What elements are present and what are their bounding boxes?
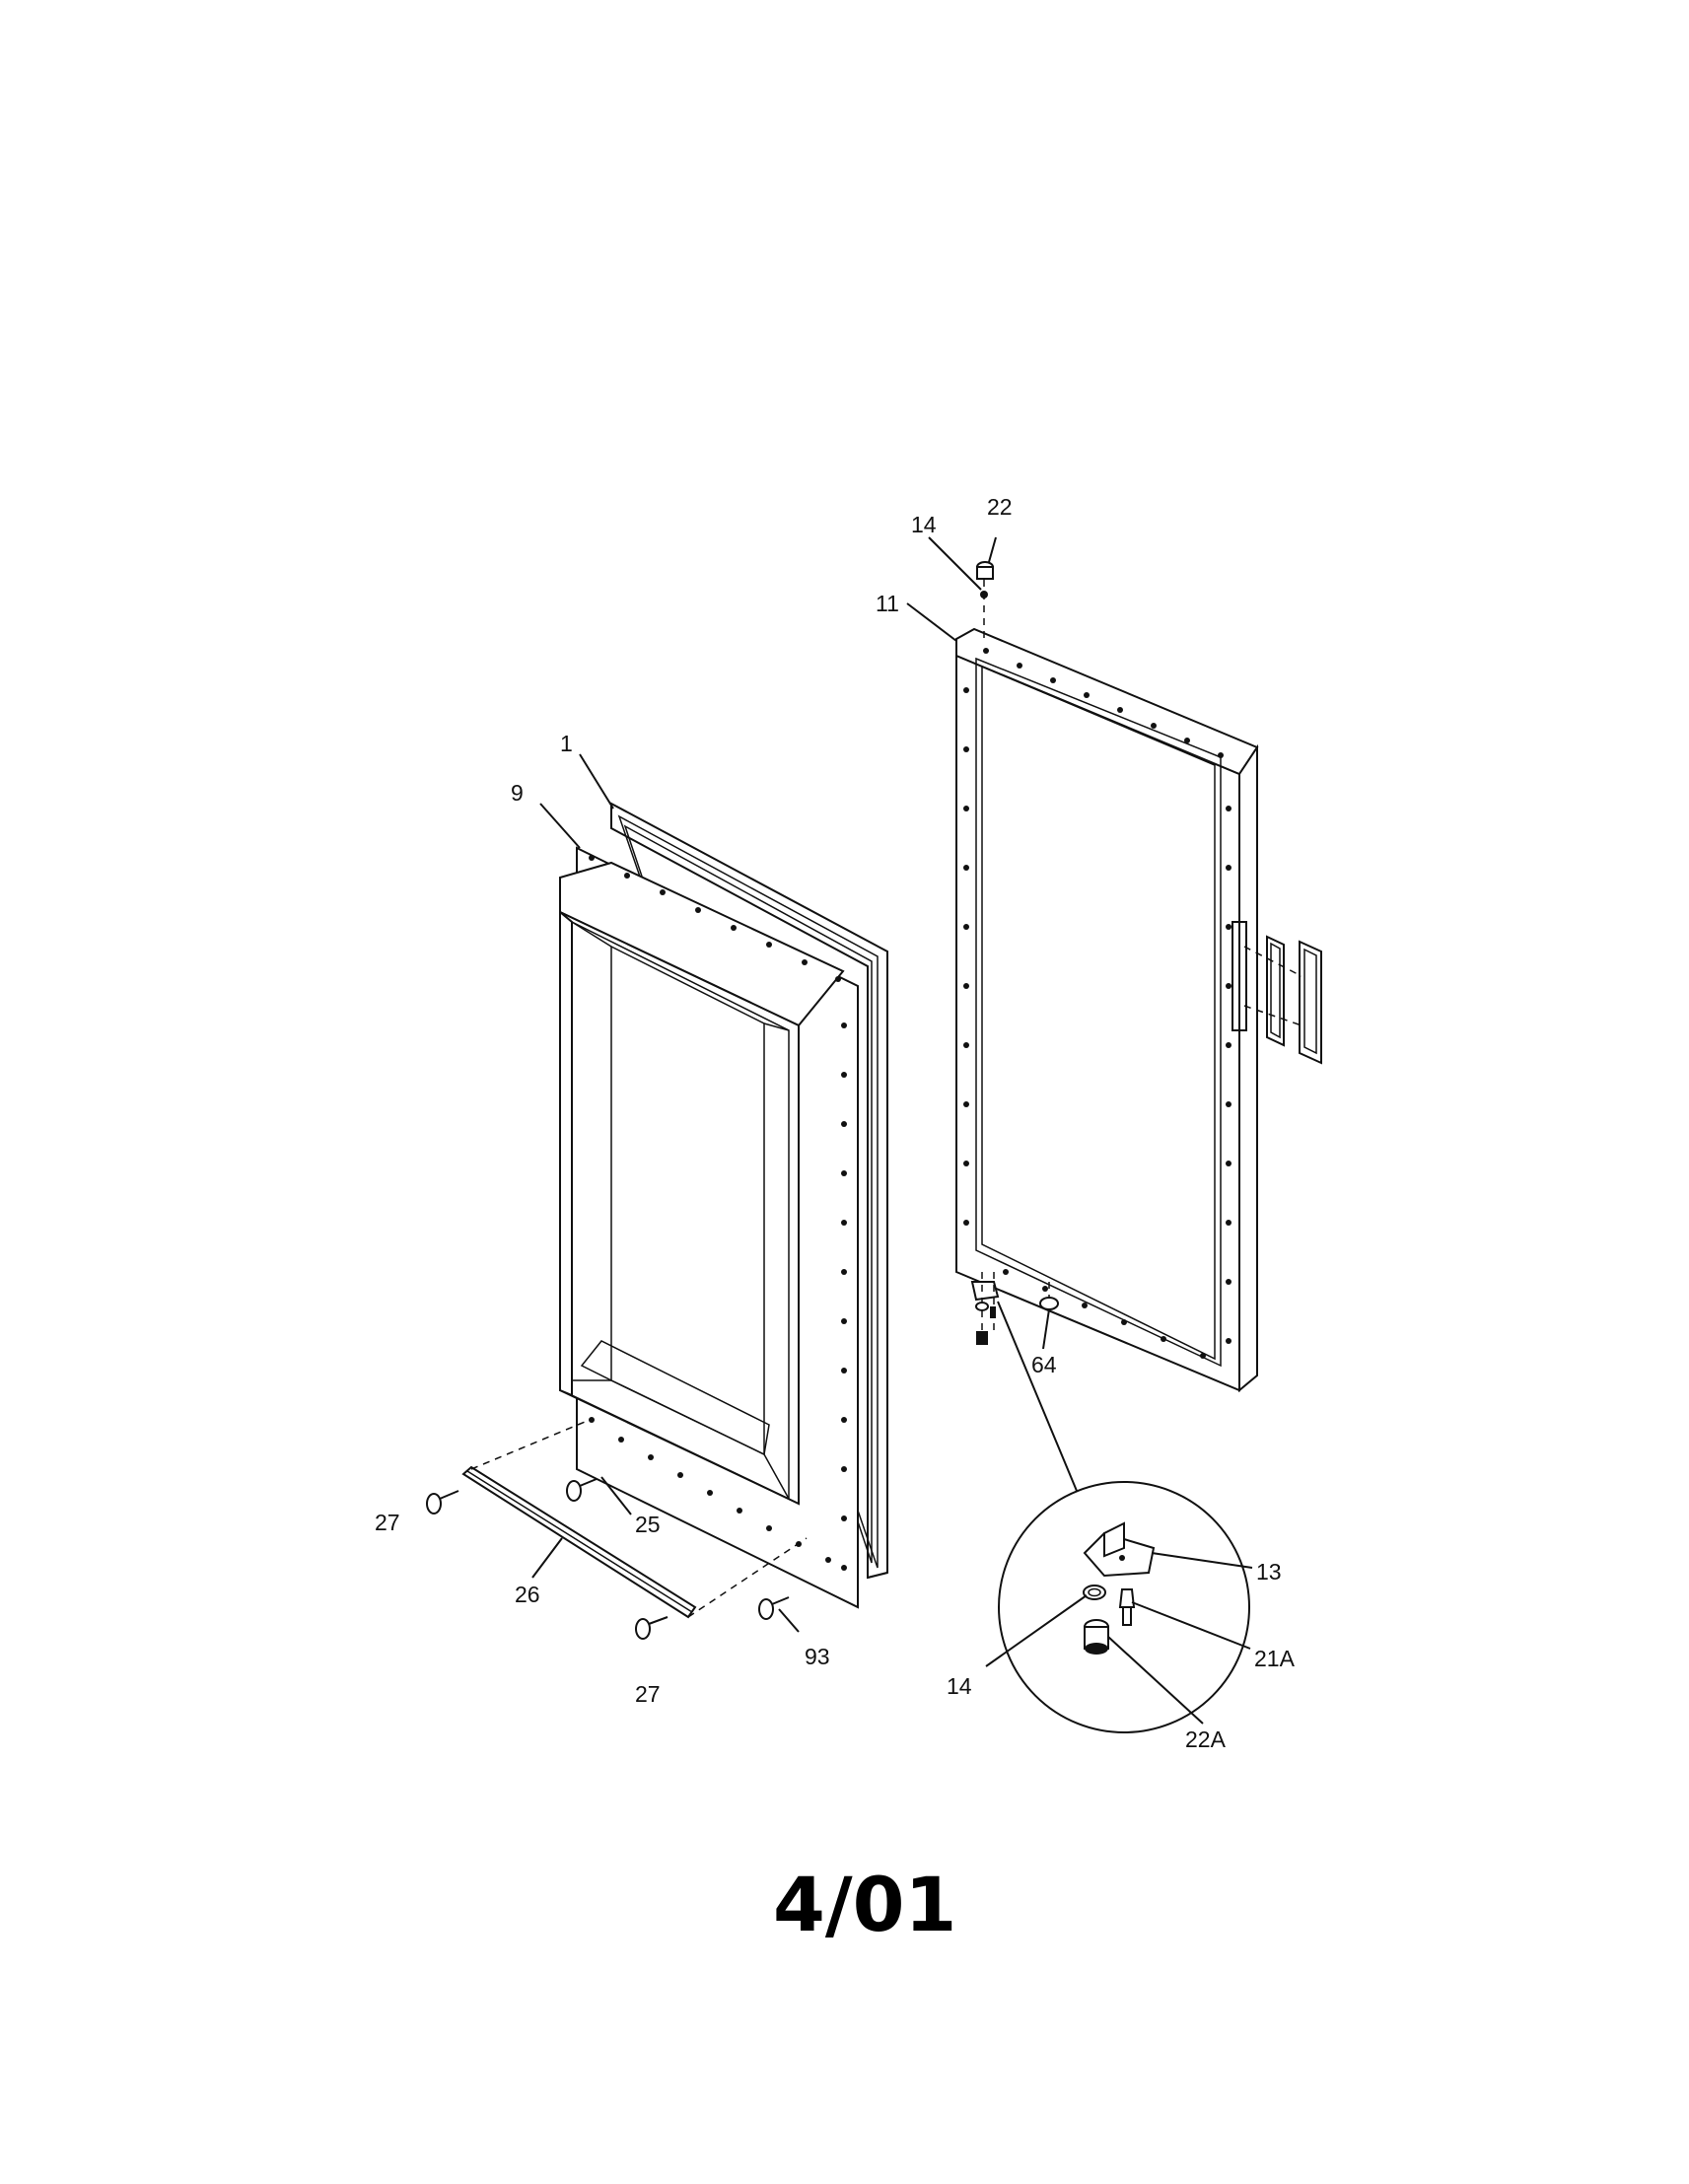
top-hinge-parts [976, 561, 994, 639]
label-64: 64 [1031, 1352, 1057, 1377]
label-11: 11 [876, 591, 899, 616]
liner-screw-holes [589, 855, 847, 1571]
label-25: 25 [635, 1512, 661, 1537]
label-93: 93 [805, 1644, 830, 1669]
detail-leader-line [997, 1301, 1078, 1492]
hinge-detail-callout [998, 1481, 1250, 1733]
label-13: 13 [1256, 1559, 1282, 1585]
screw-93 [758, 1596, 790, 1620]
screw-25 [566, 1478, 598, 1502]
label-14-detail: 14 [947, 1673, 972, 1699]
label-26: 26 [515, 1582, 540, 1607]
inner-door-liner [559, 846, 859, 1609]
label-14-top: 14 [911, 512, 937, 537]
label-22a: 22A [1185, 1726, 1227, 1752]
screw-27-bottom [635, 1616, 669, 1640]
date-code: 4/01 [773, 1861, 956, 1948]
outer-panel-screw-holes [963, 648, 1232, 1359]
label-27-left: 27 [375, 1510, 400, 1535]
label-1: 1 [560, 731, 573, 756]
bottom-hinge-parts [970, 1272, 1059, 1345]
handle-assembly [1232, 921, 1322, 1065]
bottom-trim-strip [461, 1419, 808, 1619]
screw-27-left [426, 1490, 459, 1515]
outer-door-panel [955, 627, 1259, 1393]
label-27-bottom: 27 [635, 1681, 661, 1707]
leader-lines [531, 536, 1253, 1725]
label-21a: 21A [1254, 1646, 1296, 1671]
screws [426, 1478, 790, 1640]
label-9: 9 [511, 780, 524, 806]
part-labels: 22 14 11 1 9 64 13 21A 14 22A 27 25 26 2… [375, 494, 1296, 1752]
label-22: 22 [987, 494, 1013, 520]
